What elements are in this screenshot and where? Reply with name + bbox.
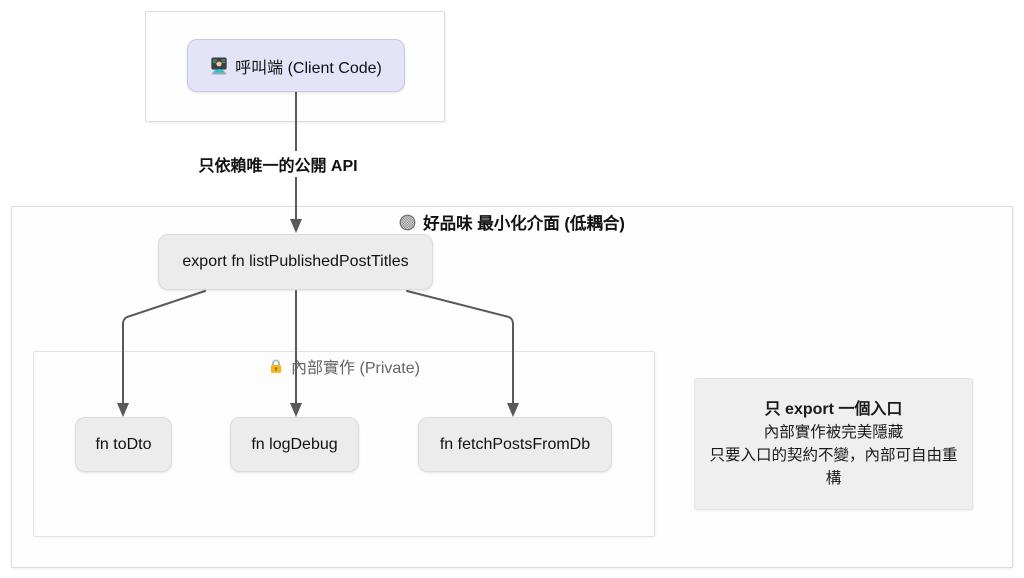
note-line-2: 內部實作被完美隱藏	[763, 424, 904, 441]
note-title: 只 export 一個入口	[764, 401, 903, 418]
checkered-sphere-icon	[399, 214, 416, 231]
fn-todto-node: fn toDto	[75, 417, 172, 472]
export-fn-node-label: export fn listPublishedPostTitles	[182, 253, 409, 270]
export-fn-node: export fn listPublishedPostTitles	[158, 234, 433, 290]
client-node: 呼叫端 (Client Code)	[187, 39, 405, 92]
api-module-title-text: 好品味 最小化介面 (低耦合)	[423, 215, 625, 233]
fn-logdebug-node: fn logDebug	[230, 417, 359, 472]
private-box-title: 內部實作 (Private)	[33, 354, 655, 378]
private-box-title-text: 內部實作 (Private)	[291, 360, 420, 377]
dependency-edge-label: 只依賴唯一的公開 API	[193, 151, 363, 177]
fn-fetchposts-node: fn fetchPostsFromDb	[418, 417, 612, 472]
note-box: 只 export 一個入口 內部實作被完美隱藏 只要入口的契約不變，內部可自由重…	[694, 378, 973, 510]
note-line-3: 只要入口的契約不變，內部可自由重構	[709, 447, 958, 487]
lock-icon	[268, 358, 284, 374]
fn-todto-label: fn toDto	[95, 435, 152, 453]
client-node-label: 呼叫端 (Client Code)	[235, 59, 382, 77]
api-module-title: 好品味 最小化介面 (低耦合)	[11, 210, 1013, 234]
technologist-icon	[210, 56, 228, 75]
fn-logdebug-label: fn logDebug	[251, 435, 338, 453]
fn-fetchposts-label: fn fetchPostsFromDb	[439, 435, 591, 453]
